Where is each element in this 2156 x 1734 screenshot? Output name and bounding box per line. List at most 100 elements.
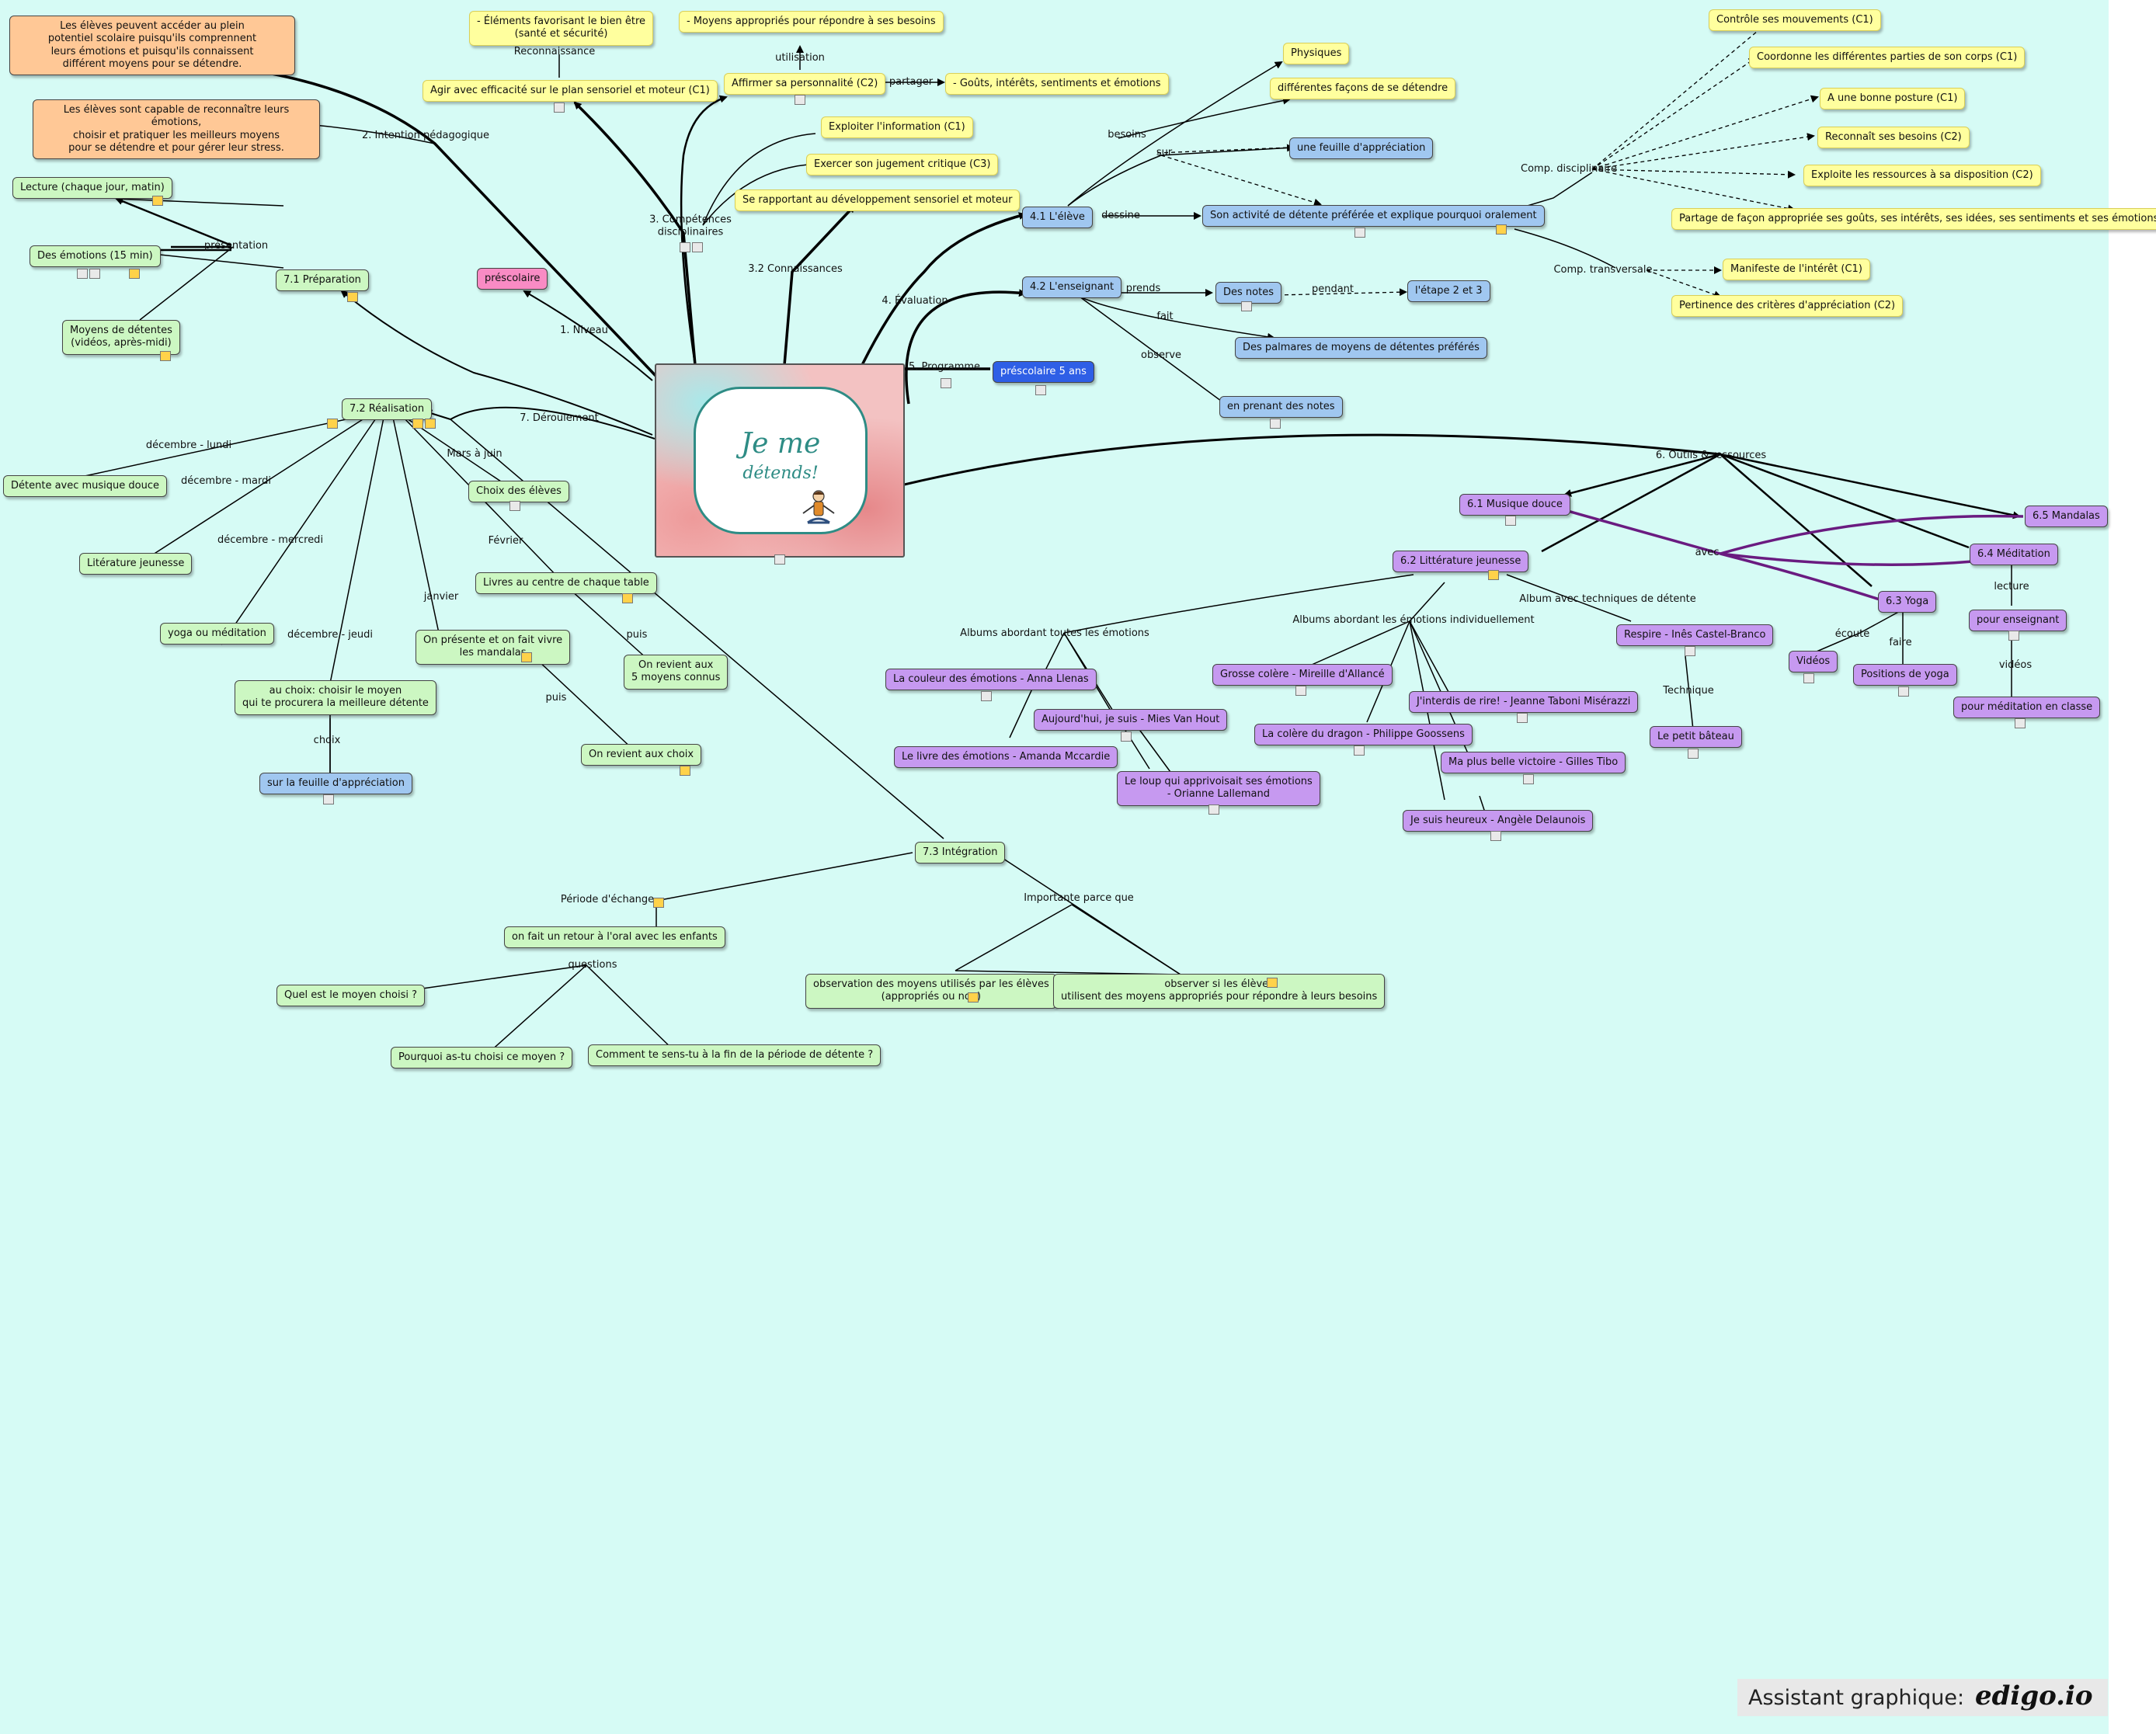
elements-bien-etre[interactable]: - Éléments favorisant le bien être (sant… (469, 11, 653, 46)
exploiter-information[interactable]: Exploiter l'information (C1) (821, 116, 973, 138)
litterature-jeunesse[interactable]: 6.2 Littérature jeunesse (1393, 551, 1528, 572)
programme-note-icon[interactable] (1035, 382, 1047, 397)
observer-link-icon[interactable] (1266, 975, 1278, 989)
loup-note-icon[interactable] (1208, 801, 1220, 816)
interdis-note-icon[interactable] (1516, 710, 1528, 725)
reconnait-besoins[interactable]: Reconnaît ses besoins (C2) (1817, 127, 1970, 148)
prescolaire[interactable]: préscolaire (477, 268, 548, 290)
meditation[interactable]: 6.4 Méditation (1970, 544, 2058, 565)
integration[interactable]: 7.3 Intégration (915, 842, 1005, 864)
livre-emotions[interactable]: Le livre des émotions - Amanda Mccardie (894, 746, 1118, 768)
son-activite[interactable]: Son activité de détente préférée et expl… (1202, 205, 1545, 227)
central-topic[interactable]: Je me détends! (655, 363, 905, 558)
etape-2-3[interactable]: l'étape 2 et 3 (1407, 280, 1490, 302)
feuille-appreciation[interactable]: une feuille d'appréciation (1289, 137, 1433, 159)
prescolaire-5-ans[interactable]: préscolaire 5 ans (993, 361, 1094, 383)
activite-link-icon[interactable] (1495, 221, 1507, 236)
dragon-note-icon[interactable] (1353, 742, 1365, 757)
palmares[interactable]: Des palmares de moyens de détentes préfé… (1235, 337, 1487, 359)
positions-note-icon[interactable] (1897, 683, 1910, 698)
grosse-colere-note-icon[interactable] (1295, 683, 1307, 697)
coordonne-corps[interactable]: Coordonne les différentes parties de son… (1749, 47, 2025, 68)
aujourdhui-note-icon[interactable] (1120, 728, 1132, 743)
respire-note-icon[interactable] (1684, 643, 1696, 658)
choix-note-icon[interactable] (509, 498, 521, 513)
competences-icons[interactable] (679, 239, 704, 254)
observation-link-icon[interactable] (967, 989, 979, 1004)
lecture-link-icon[interactable] (151, 193, 164, 207)
edigo-watermark[interactable]: Assistant graphique: edigo.io (1737, 1679, 2108, 1716)
bonne-posture[interactable]: A une bonne posture (C1) (1820, 88, 1965, 109)
intention-note-2[interactable]: Les élèves sont capable de reconnaître l… (33, 99, 320, 159)
loup-emotions[interactable]: Le loup qui apprivoisait ses émotions - … (1117, 771, 1320, 806)
presente-mandalas[interactable]: On présente et on fait vivre les mandala… (416, 630, 570, 665)
revient-5-moyens[interactable]: On revient aux 5 moyens connus (624, 655, 728, 690)
lecture-chaque-jour[interactable]: Lecture (chaque jour, matin) (12, 177, 172, 199)
bateau-image-icon[interactable] (1687, 745, 1699, 760)
livres-link-icon[interactable] (621, 590, 634, 605)
yoga-meditation[interactable]: yoga ou méditation (160, 623, 274, 645)
mandalas[interactable]: 6.5 Mandalas (2025, 506, 2108, 527)
agir-efficacite[interactable]: Agir avec efficacité sur le plan sensori… (423, 80, 718, 102)
affirmer-note-icon[interactable] (794, 92, 806, 106)
musique-note-icon[interactable] (1504, 513, 1517, 527)
activite-note-icon[interactable] (1354, 224, 1366, 239)
realisation-link-icon[interactable] (326, 415, 339, 430)
intention-note-1[interactable]: Les élèves peuvent accéder au plein pote… (9, 16, 295, 75)
litterature-link-icon[interactable] (1487, 567, 1500, 582)
observer-eleves[interactable]: observer si les élèves utilisent des moy… (1053, 974, 1385, 1009)
videos-note-icon[interactable] (1803, 670, 1815, 685)
programme-label-note-icon[interactable] (940, 375, 952, 390)
realisation-link-icon-2[interactable] (412, 415, 436, 430)
central-note-icon[interactable] (774, 551, 786, 566)
petit-bateau[interactable]: Le petit bâteau (1650, 726, 1742, 748)
au-choix[interactable]: au choix: choisir le moyen qui te procur… (235, 680, 436, 715)
eleve[interactable]: 4.1 L'élève (1022, 207, 1093, 228)
litterature-jeunesse-activite[interactable]: Litérature jeunesse (79, 553, 192, 575)
prenant-notes[interactable]: en prenant des notes (1219, 396, 1343, 418)
exercer-jugement[interactable]: Exercer son jugement critique (C3) (806, 154, 998, 175)
moyen-choisi[interactable]: Quel est le moyen choisi ? (276, 985, 425, 1006)
periode-link-icon[interactable] (652, 895, 665, 909)
positions-yoga[interactable]: Positions de yoga (1853, 664, 1957, 686)
observation-moyens[interactable]: observation des moyens utilisés par les … (805, 974, 1057, 1009)
yoga[interactable]: 6.3 Yoga (1878, 591, 1936, 613)
mandalas-link-icon[interactable] (520, 649, 533, 664)
retour-oral[interactable]: on fait un retour à l'oral avec les enfa… (504, 926, 725, 948)
couleur-note-icon[interactable] (980, 688, 993, 703)
emotions-image-icons[interactable] (76, 266, 101, 280)
heureux-note-icon[interactable] (1490, 828, 1502, 843)
meditation-note-icon[interactable] (2014, 715, 2026, 730)
preparation[interactable]: 7.1 Préparation (276, 269, 369, 291)
moyens-link-icon[interactable] (159, 348, 172, 363)
moyens-appropries[interactable]: - Moyens appropriés pour répondre à ses … (679, 11, 944, 33)
se-rapportant[interactable]: Se rapportant au développement sensoriel… (735, 189, 1020, 211)
victoire-note-icon[interactable] (1522, 771, 1535, 786)
exploite-ressources[interactable]: Exploite les ressources à sa disposition… (1803, 165, 2041, 186)
enseignant-note-icon[interactable] (2008, 627, 2020, 642)
comment-sens[interactable]: Comment te sens-tu à la fin de la périod… (588, 1044, 881, 1066)
manifeste-interet[interactable]: Manifeste de l'intérêt (C1) (1723, 259, 1870, 280)
emotions-link-icon[interactable] (128, 266, 141, 280)
preparation-link-icon[interactable] (346, 289, 359, 304)
partage-gouts[interactable]: Partage de façon appropriée ses goûts, s… (1671, 208, 2156, 230)
controle-mouvements[interactable]: Contrôle ses mouvements (C1) (1709, 9, 1881, 31)
detente-musique[interactable]: Détente avec musique douce (3, 475, 167, 497)
couleur-emotions[interactable]: La couleur des émotions - Anna Llenas (885, 669, 1097, 690)
pour-meditation-classe[interactable]: pour méditation en classe (1953, 697, 2100, 718)
aujourdhui-je-suis[interactable]: Aujourd'hui, je suis - Mies Van Hout (1034, 709, 1227, 731)
physiques[interactable]: Physiques (1283, 43, 1349, 64)
sur-feuille-appreciation[interactable]: sur la feuille d'appréciation (259, 773, 412, 794)
revient-link-icon[interactable] (679, 763, 691, 777)
belle-victoire[interactable]: Ma plus belle victoire - Gilles Tibo (1441, 752, 1626, 773)
videos-yoga[interactable]: Vidéos (1789, 651, 1838, 672)
notes-note-icon[interactable] (1240, 298, 1253, 313)
prenant-note-icon[interactable] (1269, 415, 1281, 430)
differentes-facons[interactable]: différentes façons de se détendre (1270, 78, 1455, 99)
feuille-note-icon[interactable] (322, 791, 335, 806)
gouts-interets[interactable]: - Goûts, intérêts, sentiments et émotion… (945, 73, 1169, 95)
pourquoi-choisi[interactable]: Pourquoi as-tu choisi ce moyen ? (391, 1047, 572, 1069)
des-emotions-15-min[interactable]: Des émotions (15 min) (30, 245, 161, 267)
enseignant[interactable]: 4.2 L'enseignant (1022, 276, 1121, 298)
agir-note-icon[interactable] (553, 99, 565, 114)
